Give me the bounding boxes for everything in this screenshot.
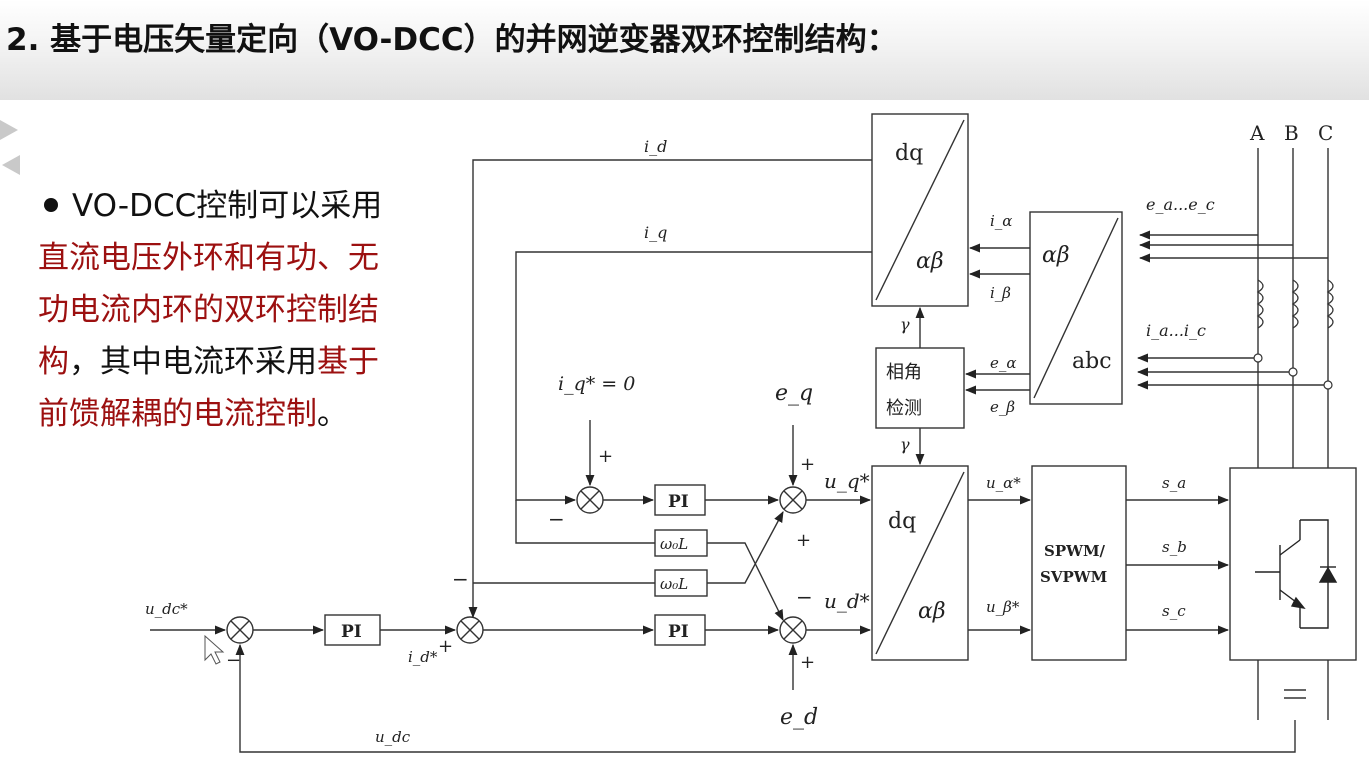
prev-slide-arrow-icon[interactable] xyxy=(2,155,20,175)
signal-ud-ref: u_d* xyxy=(824,589,870,613)
signal-sb: s_b xyxy=(1162,538,1187,556)
pi-label-id: PI xyxy=(668,622,689,642)
abc-label: abc xyxy=(1072,349,1112,374)
alphabeta-bottom-label: αβ xyxy=(918,599,946,624)
signal-gamma-bottom: γ xyxy=(900,435,910,454)
signal-id-feedback: i_d xyxy=(644,137,667,156)
sign-plus-eq: + xyxy=(800,454,815,475)
dq-alphabeta-block-top xyxy=(871,113,969,307)
next-slide-arrow-icon[interactable] xyxy=(0,120,18,140)
sum-junction-uq xyxy=(779,486,807,514)
signal-sc: s_c xyxy=(1162,602,1186,620)
bullet-dot-icon xyxy=(44,198,58,212)
signal-iq-ref: i_q* = 0 xyxy=(558,373,635,395)
igbt-switch-icon xyxy=(1255,519,1338,629)
dq-top-label: dq xyxy=(895,141,923,166)
mouse-cursor-icon xyxy=(204,634,225,665)
pi-label-udc: PI xyxy=(341,622,362,642)
sum-junction-id xyxy=(456,616,484,644)
signal-gamma-top: γ xyxy=(900,315,910,334)
bullet-text: VO-DCC控制可以采用直流电压外环和有功、无功电流内环的双环控制结构，其中电流… xyxy=(38,180,398,440)
inverter-bridge-block xyxy=(1229,467,1357,661)
w0l-label-upper: ω₀L xyxy=(660,535,688,553)
signal-sa: s_a xyxy=(1162,474,1186,492)
signal-e-abc: e_a...e_c xyxy=(1146,195,1215,214)
sign-plus-id-ref: + xyxy=(438,636,453,657)
slide-title: 2. 基于电压矢量定向（VO-DCC）的并网逆变器双环控制结构： xyxy=(6,22,898,58)
phase-detect-label-2: 检测 xyxy=(886,398,922,419)
alphabeta-top-label: αβ xyxy=(916,249,944,274)
sign-minus-udc: − xyxy=(226,650,241,671)
sum-junction-iq xyxy=(576,486,604,514)
sum-junction-ud xyxy=(779,616,807,644)
spwm-svpwm-block xyxy=(1031,465,1127,661)
sign-plus-iq-ref: + xyxy=(598,446,613,467)
title-bar: 2. 基于电压矢量定向（VO-DCC）的并网逆变器双环控制结构： xyxy=(0,0,1369,100)
sign-minus-id-fb: − xyxy=(452,567,469,591)
pwm-label-1: SPWM/ xyxy=(1044,542,1106,560)
sign-minus-ud-coupling: − xyxy=(796,585,813,609)
dq-bottom-label: dq xyxy=(888,509,916,534)
bullet-highlight-structure: 直流电压外环和有功、无功电流内环的双环控制结构 xyxy=(38,240,379,380)
phase-label-b: B xyxy=(1284,121,1299,145)
bullet-mid: ，其中电流环采用 xyxy=(69,344,317,380)
bullet-lead: VO-DCC控制可以采用 xyxy=(72,188,383,224)
sum-junction-udc xyxy=(226,616,254,644)
inductor-coils-icon xyxy=(1256,279,1334,329)
signal-e-beta: e_β xyxy=(990,398,1015,416)
bullet-highlight-current-control: 基于前馈解耦的电流控制 xyxy=(38,344,379,432)
signal-id-ref: i_d* xyxy=(408,648,438,666)
signal-udc-ref: u_dc* xyxy=(145,600,188,618)
sign-plus-uq-coupling: + xyxy=(796,530,811,551)
pwm-label-2: SVPWM xyxy=(1040,568,1107,586)
signal-e-alpha: e_α xyxy=(990,354,1017,372)
signal-i-abc: i_a...i_c xyxy=(1146,321,1206,340)
w0l-label-lower: ω₀L xyxy=(660,575,688,593)
signal-iq-feedback: i_q xyxy=(644,223,667,242)
phase-label-a: A xyxy=(1249,121,1265,145)
pi-label-iq: PI xyxy=(668,492,689,512)
phase-detect-label-1: 相角 xyxy=(886,362,922,383)
bullet-tail: 。 xyxy=(317,396,348,432)
signal-i-beta: i_β xyxy=(990,284,1011,302)
signal-ua-ref: u_α* xyxy=(986,474,1021,492)
signal-udc: u_dc xyxy=(375,728,411,746)
sign-minus-iq-fb: − xyxy=(548,507,565,531)
alphabeta-abc-label: αβ xyxy=(1042,243,1070,268)
signal-ub-ref: u_β* xyxy=(986,598,1020,616)
signal-ed: e_d xyxy=(780,705,818,730)
alphabeta-abc-block xyxy=(1029,211,1123,405)
signal-i-alpha: i_α xyxy=(990,212,1012,230)
dq-alphabeta-block-bottom xyxy=(871,465,969,661)
phase-label-c: C xyxy=(1318,121,1333,145)
sign-plus-ed: + xyxy=(800,652,815,673)
signal-eq: e_q xyxy=(775,381,813,406)
signal-uq-ref: u_q* xyxy=(824,469,870,493)
